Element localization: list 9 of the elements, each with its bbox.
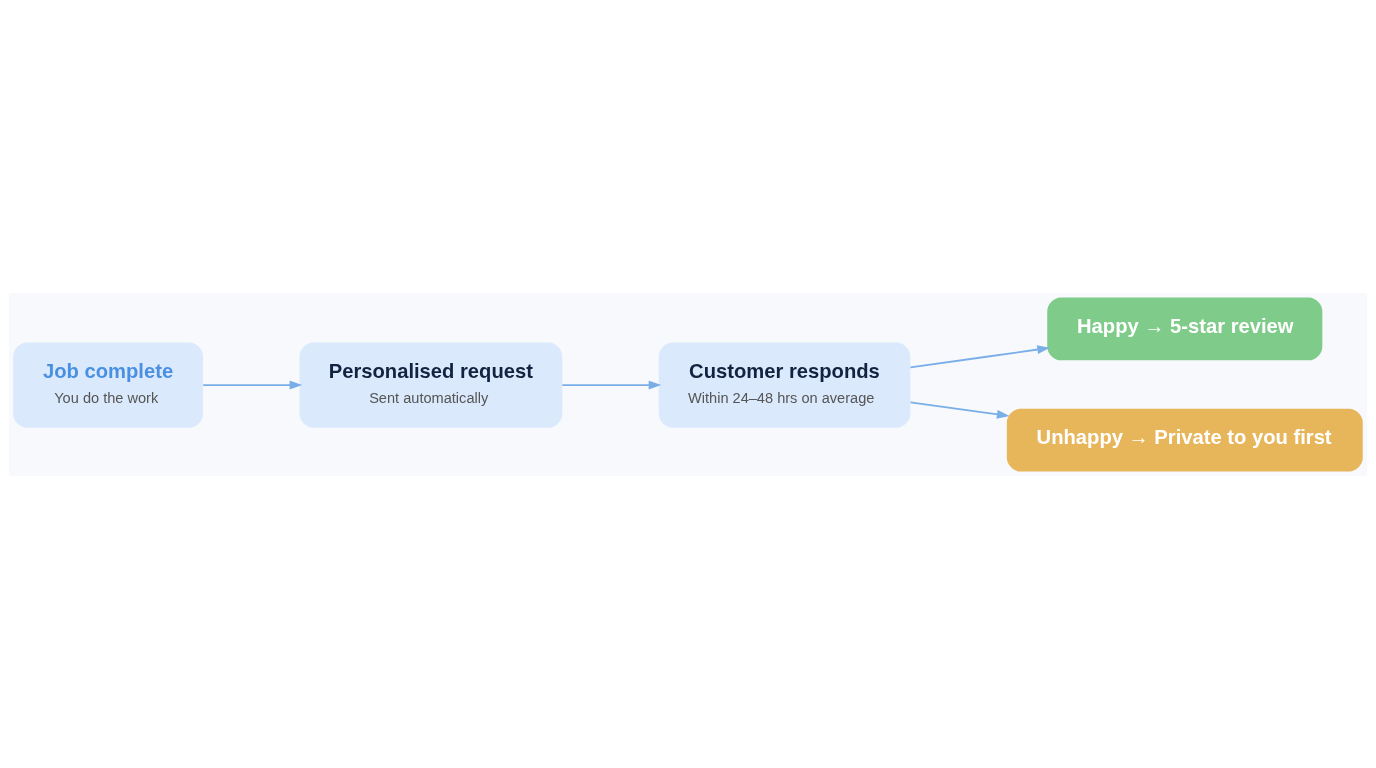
node-box: Unhappy → Private to you first <box>1006 408 1363 471</box>
arrow <box>909 344 1050 368</box>
arrow <box>909 400 1010 419</box>
node-box: Happy → 5-star review <box>1047 297 1323 360</box>
arrow <box>202 380 303 389</box>
node-box: Personalised request Sent automatically <box>299 341 563 428</box>
arrow <box>561 380 662 389</box>
node-box: Job complete You do the work <box>13 341 203 428</box>
node-box: Customer responds Within 24–48 hrs on average <box>658 341 911 428</box>
